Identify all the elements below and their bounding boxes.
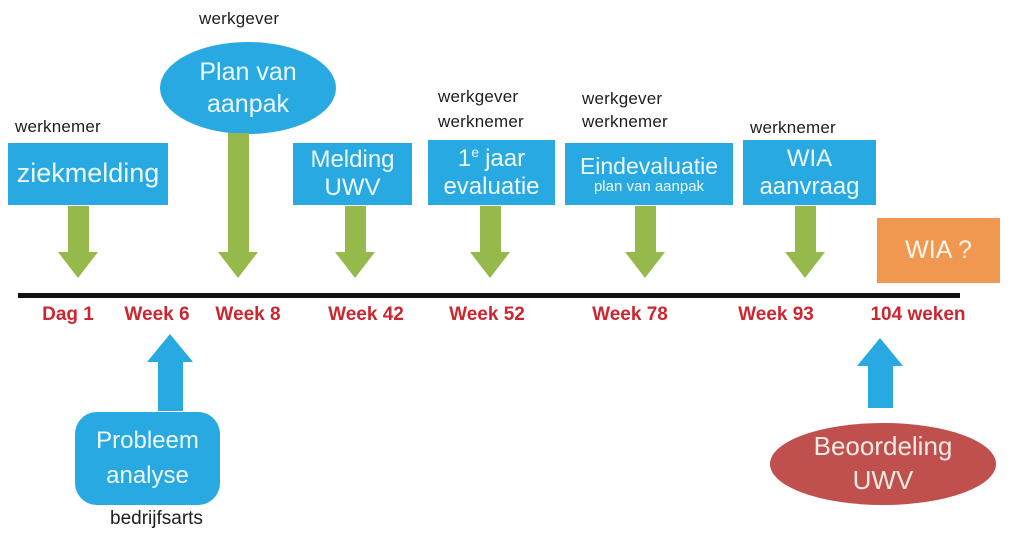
tick-dag-1: Dag 1	[42, 304, 94, 325]
timeline-bar	[18, 293, 960, 298]
node-ziekmelding: ziekmelding	[8, 143, 168, 205]
arrow-stem	[157, 362, 183, 411]
arrow-stem	[227, 133, 249, 252]
down-arrow-eindevaluatie	[625, 206, 665, 278]
node-eindeval-line1: Eindevaluatie	[579, 152, 719, 179]
arrow-head-icon	[147, 334, 193, 362]
node-ziekmelding-label: ziekmelding	[16, 158, 160, 189]
tick-104-weken: 104 weken	[870, 304, 966, 325]
up-arrow-beoordeling-uwv	[857, 338, 903, 408]
arrow-stem	[344, 206, 366, 252]
role-label-bedrijfsarts: bedrijfsarts	[110, 508, 203, 529]
role-label-werknemer-jaarevaluatie: werknemer	[438, 112, 524, 131]
role-label-werkgever-plan: werkgever	[199, 9, 280, 28]
node-plan-line1: Plan van	[199, 57, 297, 86]
arrow-stem	[634, 206, 656, 252]
down-arrow-wia-aanvraag	[785, 206, 825, 278]
arrow-stem	[479, 206, 501, 252]
node-wia-line2: aanvraag	[759, 172, 860, 200]
node-probleem-analyse: Probleem analyse	[75, 412, 220, 505]
node-eindeval-line2: plan van aanpak	[593, 177, 705, 195]
node-eindevaluatie: Eindevaluatie plan van aanpak	[565, 143, 733, 205]
tick-week-93: Week 93	[738, 304, 814, 325]
arrow-head-icon	[625, 252, 665, 278]
node-beoordeling-uwv: Beoordeling UWV	[770, 423, 996, 505]
tick-week-8: Week 8	[215, 304, 281, 325]
tick-week-42: Week 42	[328, 304, 404, 325]
node-beoordeling-line2: UWV	[852, 465, 914, 495]
node-jaareval-line2: evaluatie	[443, 172, 540, 200]
arrow-head-icon	[470, 252, 510, 278]
up-arrow-probleem-analyse	[147, 334, 193, 411]
node-plan-van-aanpak: Plan van aanpak	[160, 42, 336, 134]
down-arrow-melding-uwv	[335, 206, 375, 278]
node-melding-line2: UWV	[324, 174, 381, 201]
arrow-head-icon	[785, 252, 825, 278]
down-arrow-jaarevaluatie	[470, 206, 510, 278]
arrow-head-icon	[218, 252, 258, 278]
role-label-werkgever-jaarevaluatie: werkgever	[438, 87, 519, 106]
arrow-stem	[67, 206, 89, 252]
role-label-werknemer-eindevaluatie: werknemer	[582, 112, 668, 131]
node-wia-aanvraag: WIA aanvraag	[743, 140, 876, 205]
node-probleem-line1: Probleem	[96, 426, 199, 454]
node-melding-uwv: Melding UWV	[293, 143, 412, 205]
role-label-werkgever-eindevaluatie: werkgever	[582, 89, 663, 108]
tick-week-52: Week 52	[449, 304, 525, 325]
arrow-stem	[867, 366, 893, 408]
down-arrow-ziekmelding	[58, 206, 98, 278]
node-melding-line1: Melding	[310, 146, 395, 174]
node-wia-line1: WIA	[786, 144, 833, 172]
node-wia-vraag: WIA ?	[877, 218, 1000, 283]
node-wiavraag-label: WIA ?	[905, 236, 972, 265]
node-beoordeling-line1: Beoordeling	[813, 431, 953, 462]
node-plan-line2: aanpak	[206, 90, 290, 118]
arrow-stem	[794, 206, 816, 252]
node-probleem-line2: analyse	[106, 461, 189, 489]
arrow-head-icon	[335, 252, 375, 278]
arrow-head-icon	[857, 338, 903, 366]
role-label-werknemer-wia: werknemer	[750, 118, 836, 137]
down-arrow-plan-van-aanpak	[218, 133, 258, 278]
tick-week-78: Week 78	[592, 304, 668, 325]
role-label-werknemer-ziekmelding: werknemer	[15, 117, 101, 136]
tick-week-6: Week 6	[124, 304, 190, 325]
arrow-head-icon	[58, 252, 98, 278]
